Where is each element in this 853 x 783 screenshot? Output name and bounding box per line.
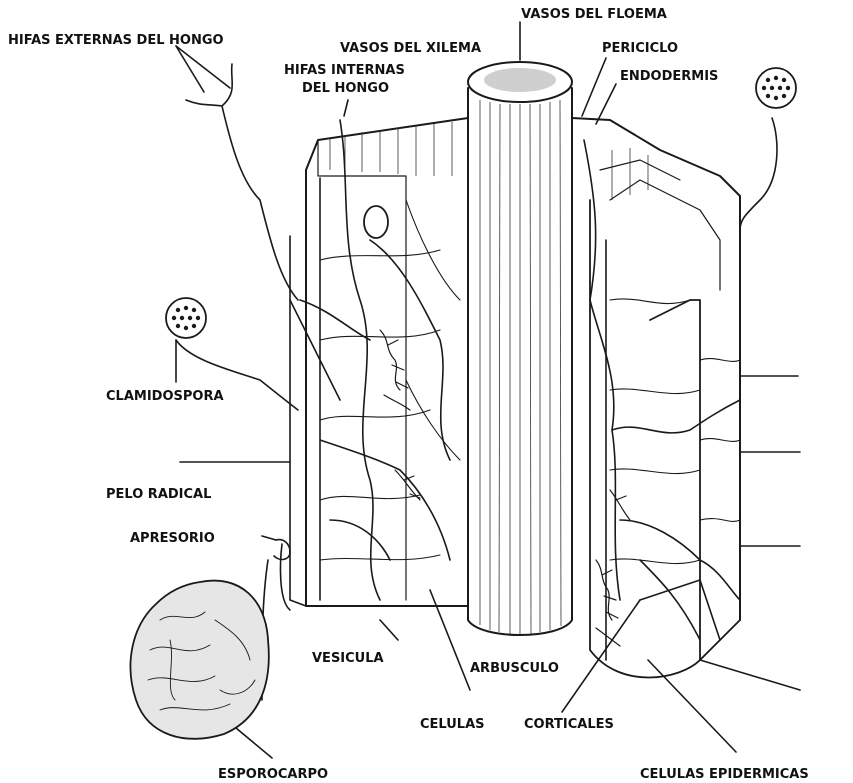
label-hifas-internas-1: HIFAS INTERNAS — [284, 63, 405, 78]
internal-hyphae-left — [300, 120, 450, 600]
label-clamidospora: CLAMIDOSPORA — [106, 389, 224, 404]
label-vasos-xilema: VASOS DEL XILEMA — [340, 41, 481, 56]
label-vesicula: VESICULA — [312, 651, 384, 666]
label-pelo-radical: PELO RADICAL — [106, 487, 211, 502]
right-cortex-block — [572, 118, 740, 678]
label-esporocarpo: ESPOROCARPO — [218, 767, 328, 782]
label-hifas-externas: HIFAS EXTERNAS DEL HONGO — [8, 33, 224, 48]
label-apresorio: APRESORIO — [130, 531, 215, 546]
label-vasos-floema: VASOS DEL FLOEMA — [521, 7, 667, 22]
external-hyphae — [176, 64, 777, 700]
label-hifas-internas-2: DEL HONGO — [302, 81, 389, 96]
internal-hyphae-right — [584, 140, 740, 640]
label-corticales: CORTICALES — [524, 717, 614, 732]
label-arbusculo: ARBUSCULO — [470, 661, 559, 676]
vascular-cylinder — [468, 62, 572, 635]
label-endodermis: ENDODERMIS — [620, 69, 718, 84]
chlamydospore-right — [756, 68, 796, 108]
chlamydospore-left — [166, 298, 206, 338]
label-periciclo: PERICICLO — [602, 41, 678, 56]
label-celulas-epidermicas: CELULAS EPIDERMICAS — [640, 767, 809, 782]
sporocarp — [130, 581, 268, 739]
label-celulas: CELULAS — [420, 717, 485, 732]
